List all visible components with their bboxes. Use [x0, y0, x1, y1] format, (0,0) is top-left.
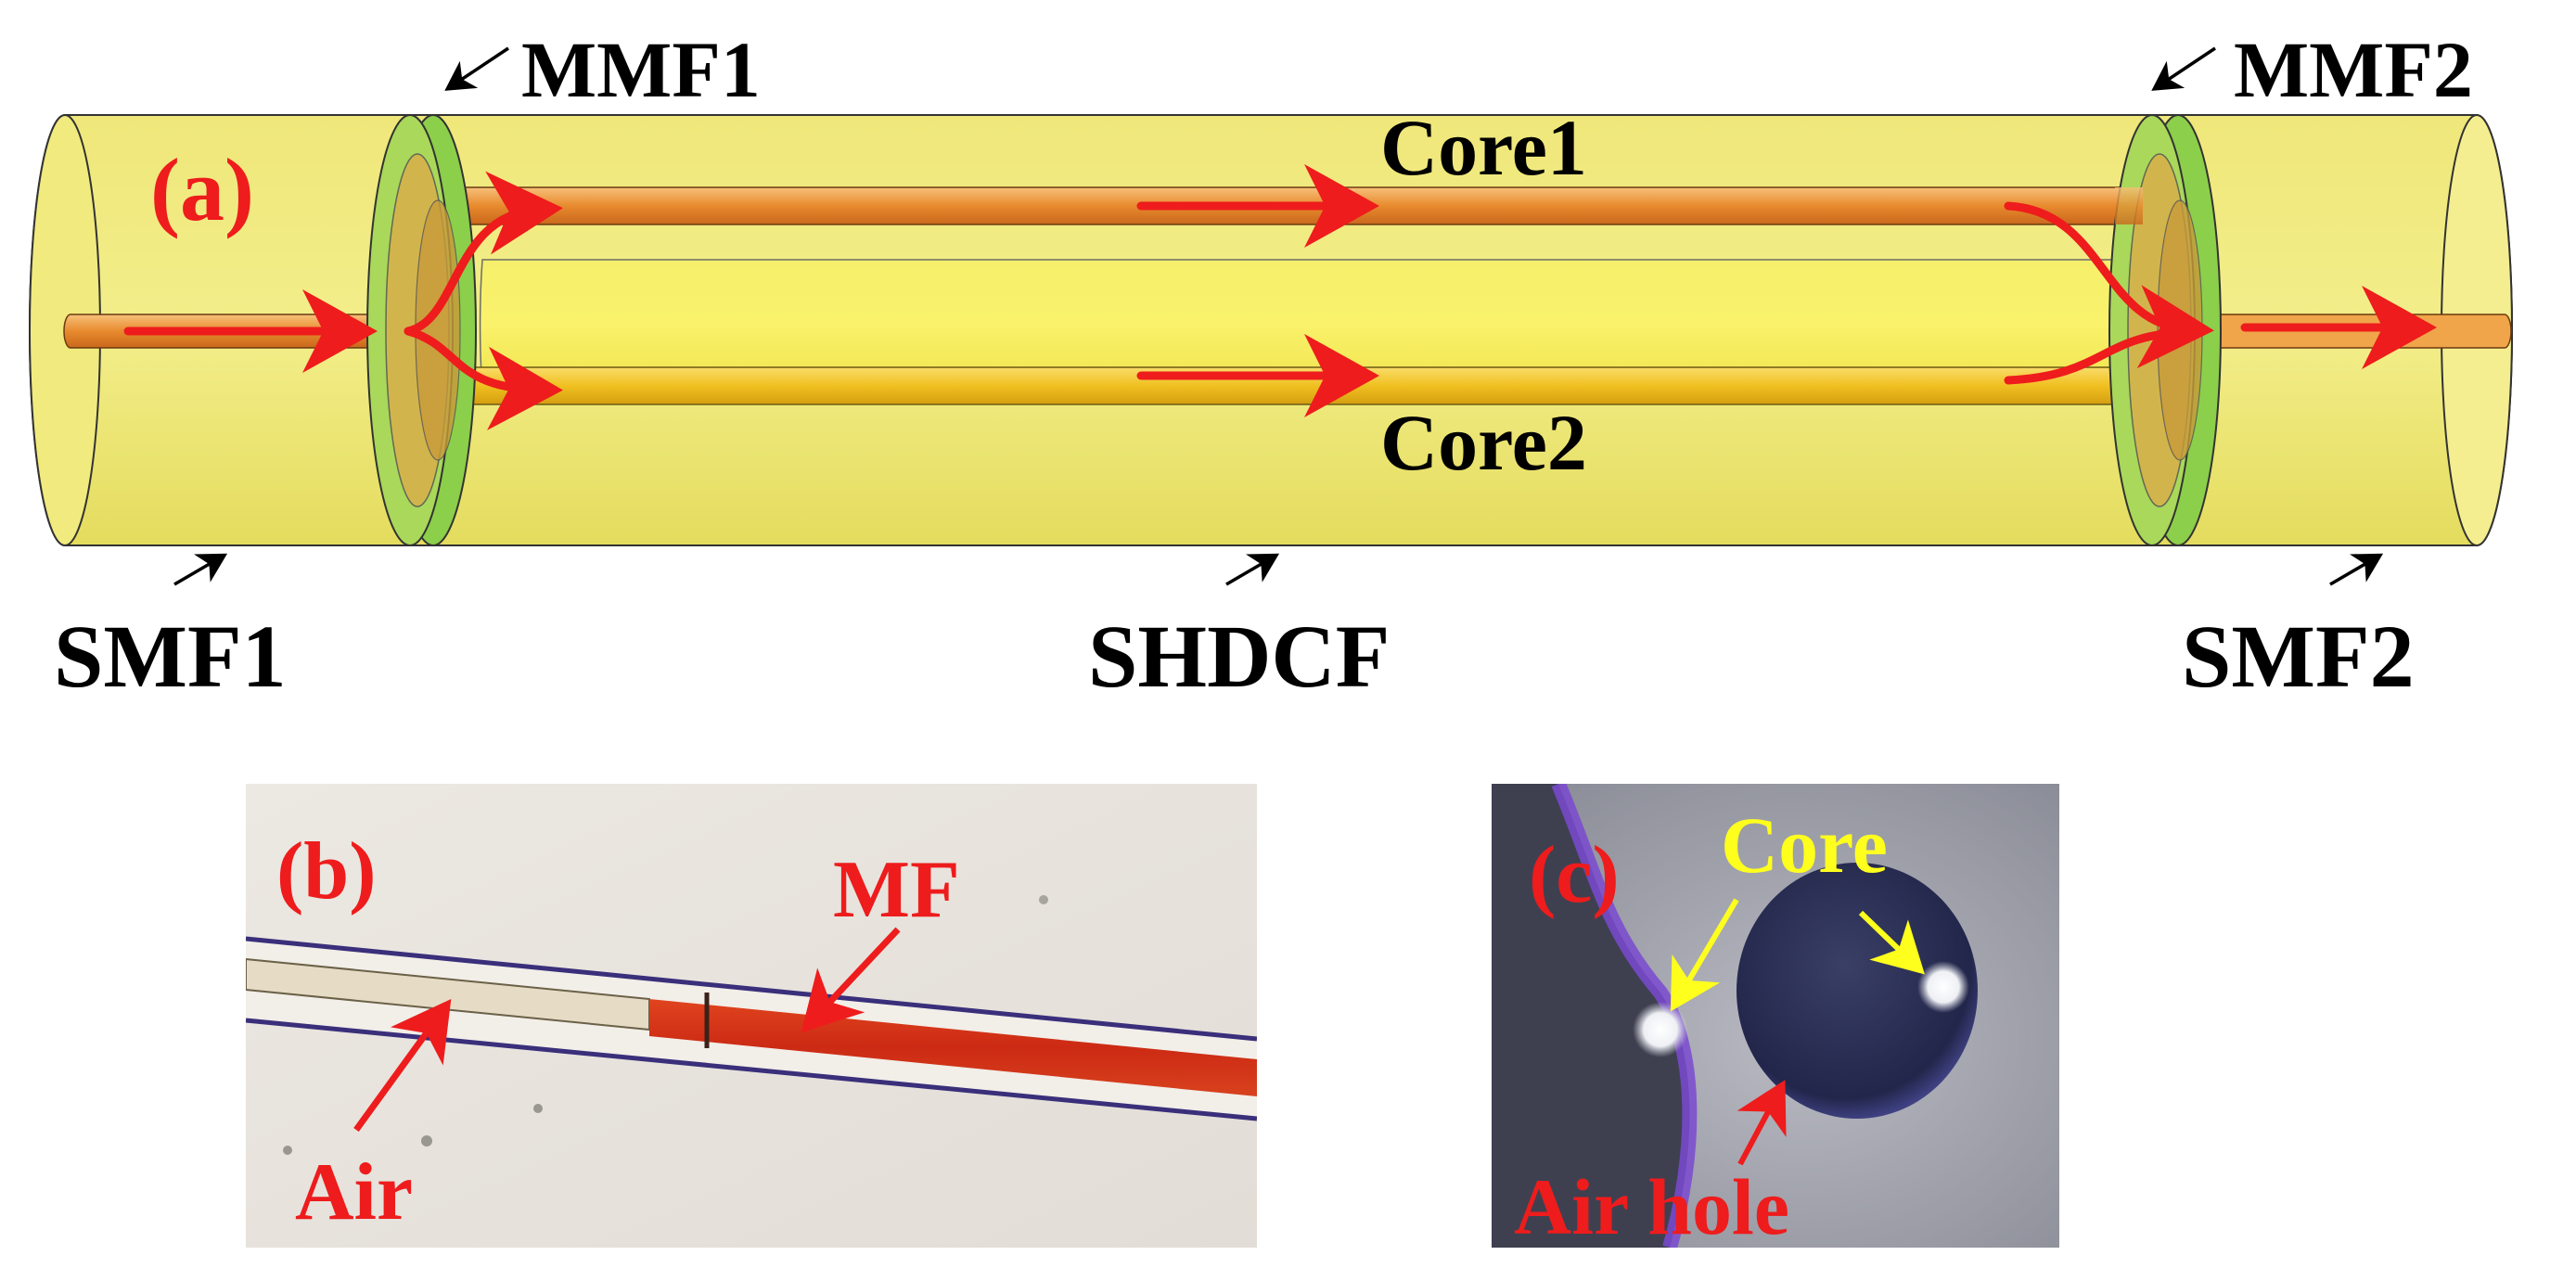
mf-label: MF [833, 845, 960, 935]
core1-label: Core1 [1380, 103, 1587, 192]
core-label: Core [1721, 801, 1888, 890]
core2-label: Core2 [1380, 398, 1587, 487]
core-bright-spot-left [1633, 1002, 1688, 1057]
smf1-label: SMF1 [54, 607, 287, 706]
light-path-arrows [123, 164, 2437, 430]
pointer-arrows [173, 46, 2384, 586]
smf2-label: SMF2 [2182, 607, 2415, 706]
panel-b: (b) MF Air [246, 784, 1257, 1248]
panel-c-label: (c) [1529, 830, 1620, 920]
panel-c-arrows [1670, 898, 1925, 1166]
panel-b-arrows [353, 927, 901, 1133]
panel-a: (a) MMF1 MMF2 Core1 Core2 SMF1 SHDCF SMF… [29, 25, 2513, 706]
panel-a-label: (a) [150, 140, 254, 239]
air-hole-label: Air hole [1514, 1162, 1789, 1251]
mmf2-label: MMF2 [2234, 25, 2473, 114]
panel-c: (c) Core Air hole [1492, 784, 2059, 1251]
shdcf-label: SHDCF [1088, 607, 1390, 706]
fiber-edge-glow [1551, 784, 1698, 1248]
air-label: Air [295, 1147, 413, 1237]
mmf1-label: MMF1 [521, 25, 761, 114]
core-bright-spot-right [1917, 961, 1969, 1013]
panel-b-label: (b) [276, 826, 377, 916]
